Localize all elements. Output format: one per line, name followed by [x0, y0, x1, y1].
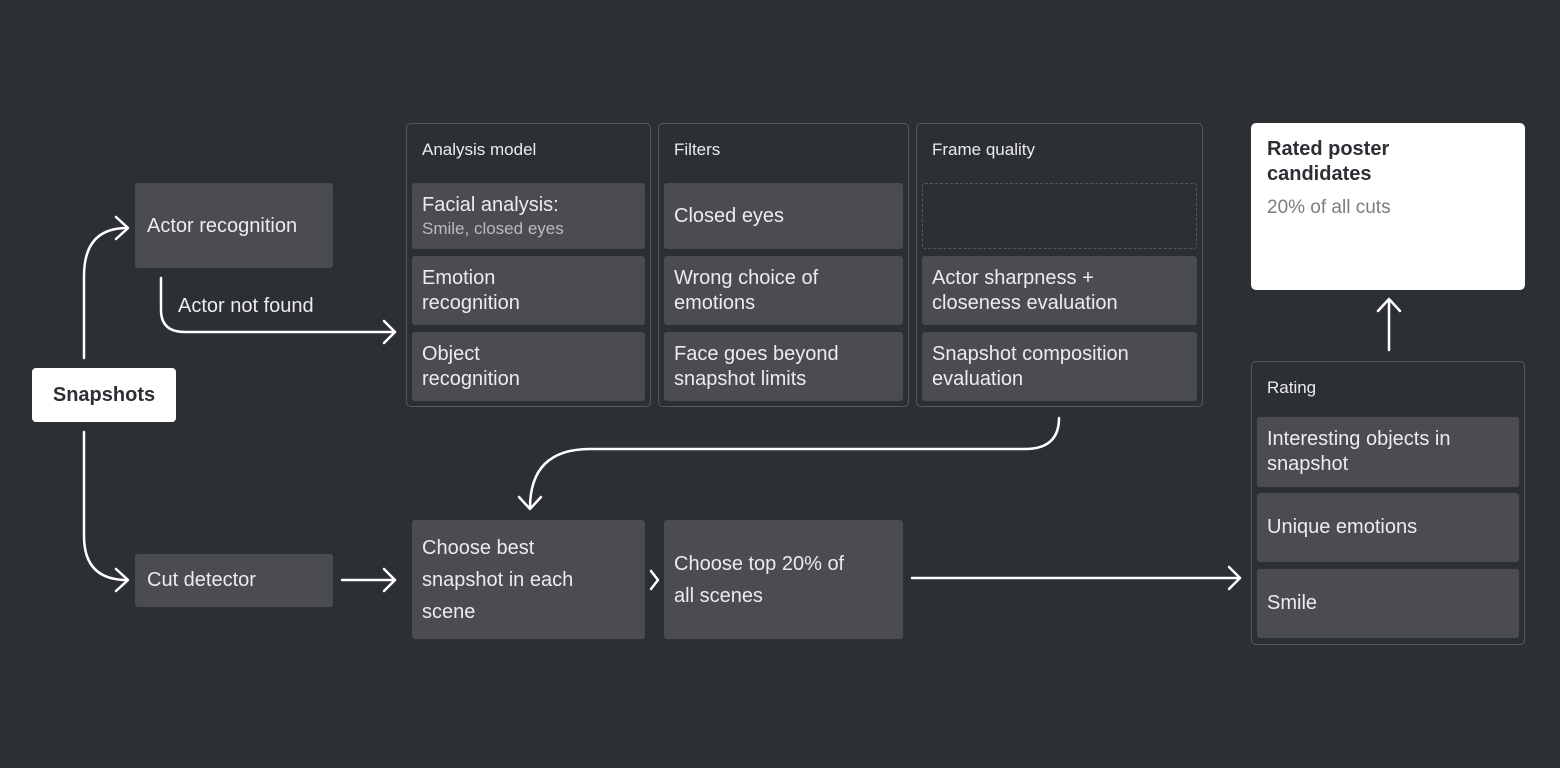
facial-analysis-sub: Smile, closed eyes — [422, 219, 564, 238]
rating-panel: Rating — [1251, 361, 1525, 645]
actor-recognition-label: Actor recognition — [147, 214, 298, 237]
object-recognition-label: Object recognition — [422, 342, 520, 390]
face-beyond-label: Face goes beyond snapshot limits — [674, 342, 839, 390]
rating-title: Rating — [1267, 378, 1317, 397]
composition-node: Snapshot composition evaluation — [922, 332, 1197, 401]
snapshots-node: Snapshots — [32, 368, 176, 422]
interesting-objects-label: Interesting objects in snapshot — [1267, 428, 1451, 475]
smile-label: Smile — [1267, 592, 1318, 614]
facial-analysis-label: Facial analysis: — [422, 194, 559, 216]
unique-emotions-node: Unique emotions — [1257, 493, 1519, 562]
filters-panel: Filters — [658, 123, 909, 407]
chevron-right-icon — [649, 569, 660, 591]
rated-candidates-card: Rated poster candidates 20% of all cuts — [1251, 123, 1525, 290]
facial-analysis-node: Facial analysis: Smile, closed eyes — [412, 183, 645, 249]
interesting-objects-node: Interesting objects in snapshot — [1257, 417, 1519, 487]
arrow-snapshots-to-cut — [82, 430, 129, 582]
actor-recognition-node: Actor recognition — [135, 183, 333, 268]
frame-quality-panel: Frame quality — [916, 123, 1203, 407]
choose-best-label: Choose best snapshot in each scene — [422, 536, 574, 623]
face-beyond-node: Face goes beyond snapshot limits — [664, 332, 903, 401]
filters-title: Filters — [674, 140, 721, 159]
smile-node: Smile — [1257, 569, 1519, 638]
unique-emotions-label: Unique emotions — [1267, 516, 1418, 538]
object-recognition-node: Object recognition — [412, 332, 645, 401]
wrong-emotions-node: Wrong choice of emotions — [664, 256, 903, 325]
composition-label: Snapshot composition evaluation — [932, 342, 1129, 390]
emotion-recognition-label: Emotion recognition — [422, 266, 520, 314]
choose-top-node: Choose top 20% of all scenes — [664, 520, 903, 639]
choose-best-node: Choose best snapshot in each scene — [412, 520, 645, 639]
cut-detector-node: Cut detector — [135, 554, 333, 607]
wrong-emotions-label: Wrong choice of emotions — [674, 266, 819, 314]
closed-eyes-label: Closed eyes — [674, 204, 785, 227]
rated-candidates-title: Rated poster candidates — [1267, 138, 1390, 185]
rated-candidates-sub: 20% of all cuts — [1267, 197, 1391, 218]
analysis-model-title: Analysis model — [422, 140, 537, 159]
closed-eyes-node: Closed eyes — [664, 183, 903, 249]
analysis-model-panel: Analysis model — [406, 123, 651, 407]
arrow-quality-to-choose — [528, 416, 1061, 510]
arrow-actor-not-found — [159, 276, 397, 334]
actor-not-found-label: Actor not found — [178, 295, 314, 317]
emotion-recognition-node: Emotion recognition — [412, 256, 645, 325]
choose-top-label: Choose top 20% of all scenes — [674, 552, 845, 607]
empty-slot — [922, 183, 1197, 249]
frame-quality-title: Frame quality — [932, 140, 1035, 159]
actor-sharpness-node: Actor sharpness + closeness evaluation — [922, 256, 1197, 325]
actor-sharpness-label: Actor sharpness + closeness evaluation — [932, 266, 1118, 314]
cut-detector-label: Cut detector — [147, 569, 256, 591]
arrow-snapshots-to-actor — [82, 226, 129, 360]
